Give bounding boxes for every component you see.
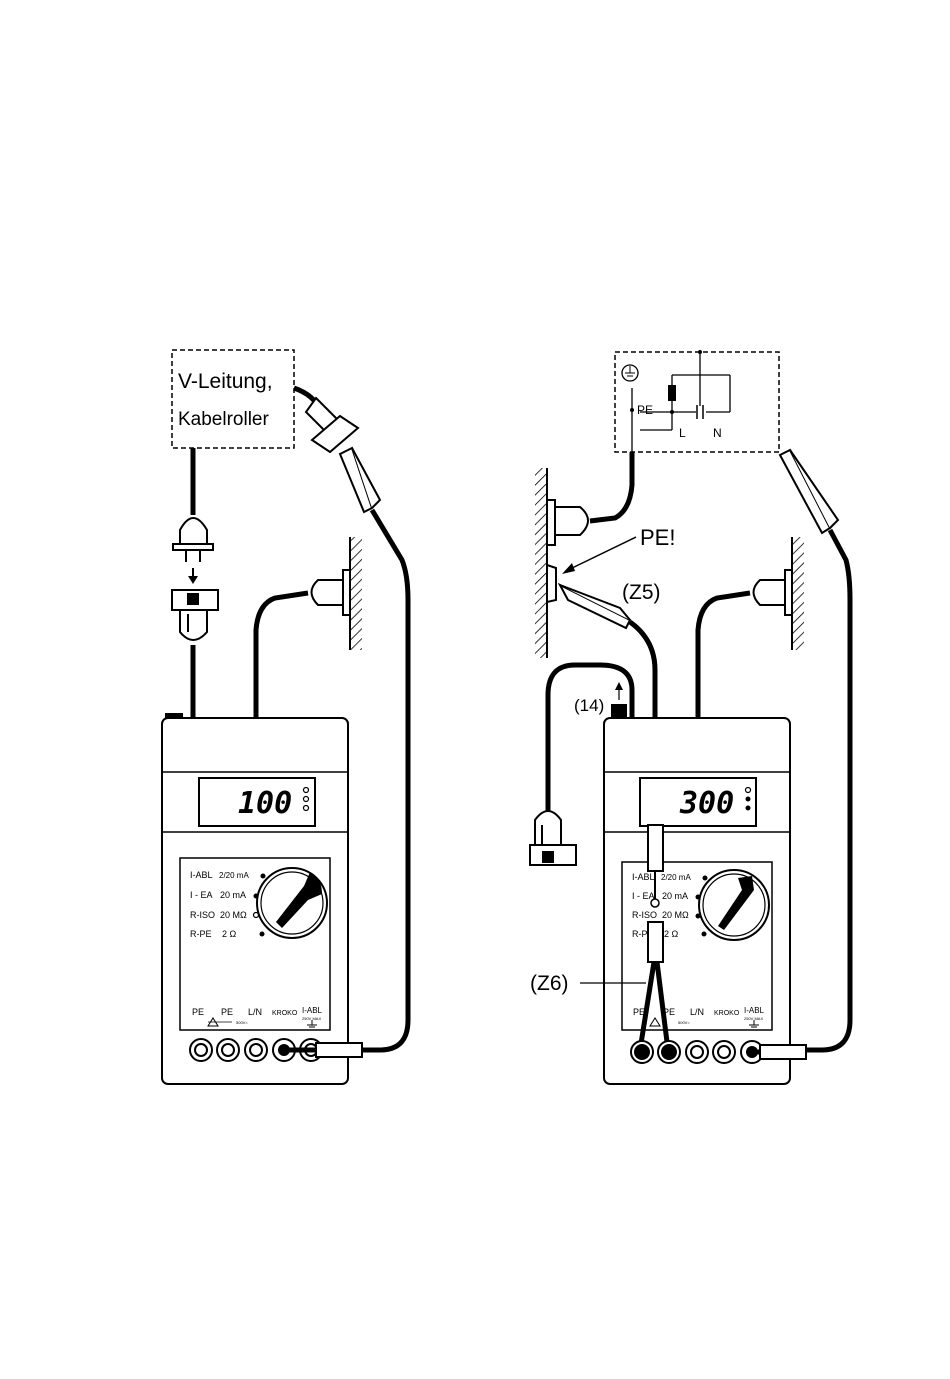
row-iabl-name: I-ABL (190, 870, 213, 880)
socket-label-small1-right: 500V= (678, 1020, 690, 1025)
callout-pe: PE! (640, 525, 675, 550)
display-value-right: 300 (679, 786, 734, 821)
wall-hatch-right (792, 537, 804, 650)
row-iabl-range: 2/20 mA (219, 871, 249, 880)
cable-wall-right-to-meter (698, 593, 750, 718)
plug-icon (173, 518, 213, 562)
socket-ln-right[interactable] (686, 1041, 708, 1063)
device-box (615, 352, 779, 452)
wall-plug-icon (555, 507, 588, 535)
crocodile-clip-z5-icon (560, 585, 630, 628)
test-plug-icon (306, 398, 358, 452)
wall-hatch-left (535, 468, 547, 658)
earth-symbol-icon (622, 365, 638, 381)
wall-socket-icon (343, 570, 350, 615)
socket-ln[interactable] (245, 1039, 267, 1061)
row-rpe-range: 2 Ω (222, 929, 237, 939)
left-setup: V-Leitung, Kabelroller (162, 350, 408, 1084)
cable-box-line2: Kabelroller (178, 409, 269, 430)
callout-z5: (Z5) (622, 581, 661, 604)
row-iabl-range-right: 2/20 mA (661, 873, 691, 882)
circuit-label-pe: PE (637, 403, 653, 417)
banana-plug-right-icon (760, 1045, 806, 1059)
socket-coupling-icon (172, 590, 218, 640)
rotary-switch-right[interactable] (699, 870, 769, 940)
row-riso-name: R-ISO (190, 910, 215, 920)
cable-clip-to-meter (362, 510, 408, 1050)
display-value: 100 (238, 786, 292, 821)
socket-label-ln-right: L/N (690, 1007, 704, 1017)
socket-label-ln: L/N (248, 1007, 262, 1017)
socket-label-pe2-right: PE (663, 1007, 675, 1017)
row-riso-name-right: R-ISO (632, 910, 657, 920)
row-rpe-name: R-PE (190, 929, 212, 939)
cable-wall-to-meter (256, 593, 308, 718)
circuit-label-l: L (679, 426, 686, 440)
row-iabl-name-right: I-ABL (632, 872, 655, 882)
capacitor-icon (697, 405, 703, 419)
hanging-plug-icon (530, 811, 576, 865)
socket-label-small1: 500V= (236, 1020, 248, 1025)
row-riso-range: 20 MΩ (220, 910, 247, 920)
banana-plug-icon (316, 1043, 362, 1057)
crocodile-clip-icon (340, 448, 380, 512)
socket-kroko-right[interactable] (713, 1041, 735, 1063)
socket-label-iabl-right: I-ABL (744, 1006, 765, 1015)
crocodile-clip-right-icon (780, 450, 838, 533)
callout-z6: (Z6) (530, 972, 569, 995)
row-riso-range-right: 20 MΩ (662, 910, 689, 920)
row-iea-range-right: 20 mA (662, 891, 688, 901)
probe-z5-body (648, 825, 663, 871)
socket-label-pe1-right: PE (633, 1007, 645, 1017)
cable-box-line1: V-Leitung, (178, 370, 273, 393)
cable-device-to-wall (590, 452, 632, 521)
probe-z6-body (648, 922, 663, 962)
wall-hatch (350, 537, 362, 650)
socket-label-pe1: PE (192, 1007, 204, 1017)
socket-pe2[interactable] (217, 1039, 239, 1061)
right-setup: PE L N PE! (Z5) (530, 350, 850, 1084)
callout-14: (14) (574, 696, 604, 715)
socket-label-pe2: PE (221, 1007, 233, 1017)
row-iea-name-right: I - EA (632, 891, 655, 901)
circuit-label-n: N (713, 426, 722, 440)
socket-label-iabl: I-ABL (302, 1006, 323, 1015)
cable-clip-right-to-meter (806, 530, 850, 1050)
socket-label-kroko: KROKO (272, 1010, 298, 1017)
cable-box (172, 350, 294, 448)
row-iea-range: 20 mA (220, 890, 246, 900)
rotary-switch[interactable] (257, 868, 327, 938)
row-rpe-range-right: 2 Ω (664, 929, 679, 939)
socket-label-kroko-right: KROKO (714, 1010, 740, 1017)
socket-pe1[interactable] (190, 1039, 212, 1061)
resistor-icon (668, 385, 676, 401)
socket-row-right (631, 1041, 763, 1063)
row-iea-name: I - EA (190, 890, 213, 900)
